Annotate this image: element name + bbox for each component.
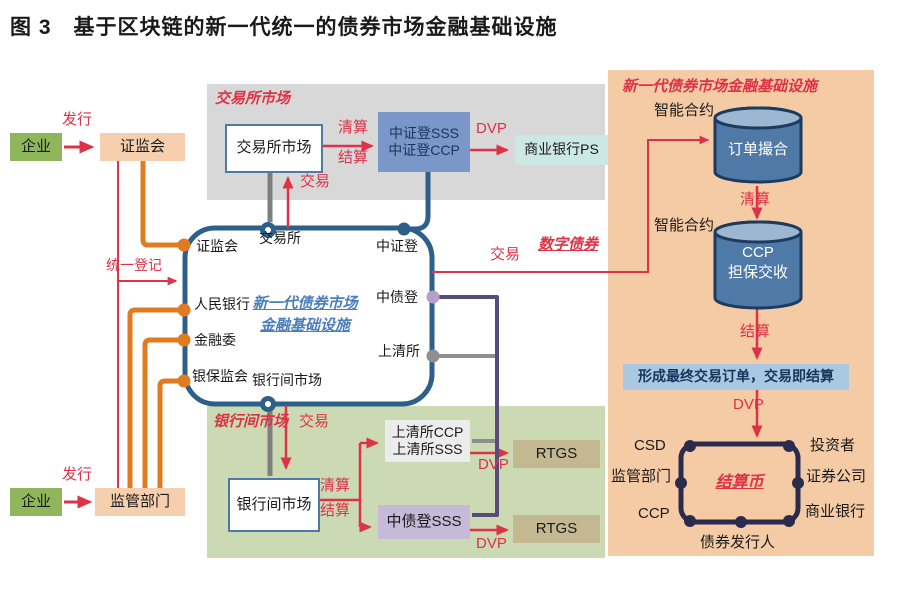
settlement-label-interbank: 结算: [320, 502, 351, 519]
clearing-label-interbank: 清算: [320, 477, 351, 494]
smart-contract-label-2: 智能合约: [654, 217, 715, 234]
issue-label-bottom: 发行: [62, 466, 93, 483]
trade-label-mid: 交易: [490, 246, 521, 263]
ccp-label-coin: CCP: [638, 505, 670, 522]
hub-cbirc-label: 银保监会: [192, 368, 248, 384]
clearing-label-orange: 清算: [740, 191, 771, 208]
hub-financial-committee-label: 金融委: [194, 332, 236, 348]
unified-registration-label: 统一登记: [106, 257, 162, 273]
figure-title: 图 3 基于区块链的新一代统一的债券市场金融基础设施: [10, 16, 558, 39]
hub-ccdc-label: 中债登: [376, 289, 418, 305]
hub-center-title: 新一代债券市场 金融基础设施: [252, 295, 358, 334]
interbank-market-box: 银行间市场: [228, 478, 320, 532]
smart-contract-label-1: 智能合约: [654, 102, 715, 119]
dvp-label-top: DVP: [476, 120, 507, 137]
dvp-label-orange: DVP: [733, 396, 764, 413]
exchange-market-box: 交易所市场: [225, 124, 323, 173]
enterprise-box-top: 企业: [10, 133, 62, 161]
commercial-bank-label-coin: 商业银行: [805, 503, 866, 520]
hub-shch-label: 上清所: [378, 343, 420, 359]
securities-company-label: 证券公司: [806, 468, 867, 485]
rtgs-box-top: RTGS: [513, 440, 600, 468]
commercial-bank-ps-box: 商业银行PS: [515, 135, 608, 165]
settlement-label-top: 结算: [338, 149, 369, 166]
interbank-panel-title: 银行间市场: [213, 413, 289, 430]
hub-csrc-label: 证监会: [196, 238, 238, 254]
clearing-label-top: 清算: [338, 119, 369, 136]
regulator-box: 监管部门: [95, 488, 185, 516]
blockchain-panel-title: 新一代债券市场金融基础设施: [622, 78, 818, 95]
ccdc-sss-box: 中债登SSS: [378, 505, 470, 539]
settlement-label-orange: 结算: [740, 323, 771, 340]
regulator-to-cbirc-line: [157, 378, 182, 488]
csrc-box: 证监会: [100, 133, 185, 161]
order-matching-label: 订单撮合: [727, 141, 788, 158]
regulator-to-fc-line: [142, 337, 182, 488]
settlement-coin-label: 结算币: [715, 474, 764, 491]
orange-connector-dots: [177, 238, 191, 388]
hub-interbank-label: 银行间市场: [252, 372, 322, 388]
dvp-label-rtgs-top: DVP: [478, 456, 509, 473]
bond-issuer-label: 债券发行人: [700, 534, 776, 551]
csdc-sss-ccp-box: 中证登SSS 中证登CCP: [378, 112, 470, 172]
trade-label-exchange: 交易: [300, 173, 331, 190]
orange-regulator-lines: [127, 161, 182, 488]
dvp-label-rtgs-bottom: DVP: [476, 535, 507, 552]
hub-csdc-label: 中证登: [376, 238, 418, 254]
regulator-label-coin: 监管部门: [611, 468, 672, 485]
final-order-box: 形成最终交易订单，交易即结算: [623, 364, 849, 390]
issue-label-top: 发行: [62, 111, 93, 128]
ccp-guarantee-label: CCP 担保交收: [727, 244, 788, 281]
shch-ccp-sss-box: 上清所CCP 上清所SSS: [385, 420, 470, 462]
hub-exchange-label: 交易所: [259, 230, 301, 246]
csd-label: CSD: [634, 437, 666, 454]
exchange-panel-title: 交易所市场: [215, 90, 291, 107]
csrc-to-hub-line: [140, 161, 182, 248]
regulator-to-pboc-line: [127, 307, 182, 488]
investor-label: 投资者: [810, 437, 856, 454]
trade-label-interbank: 交易: [299, 413, 330, 430]
rtgs-box-bottom: RTGS: [513, 515, 600, 543]
enterprise-box-bottom: 企业: [10, 488, 62, 516]
digital-bond-label: 数字债券: [538, 236, 599, 253]
